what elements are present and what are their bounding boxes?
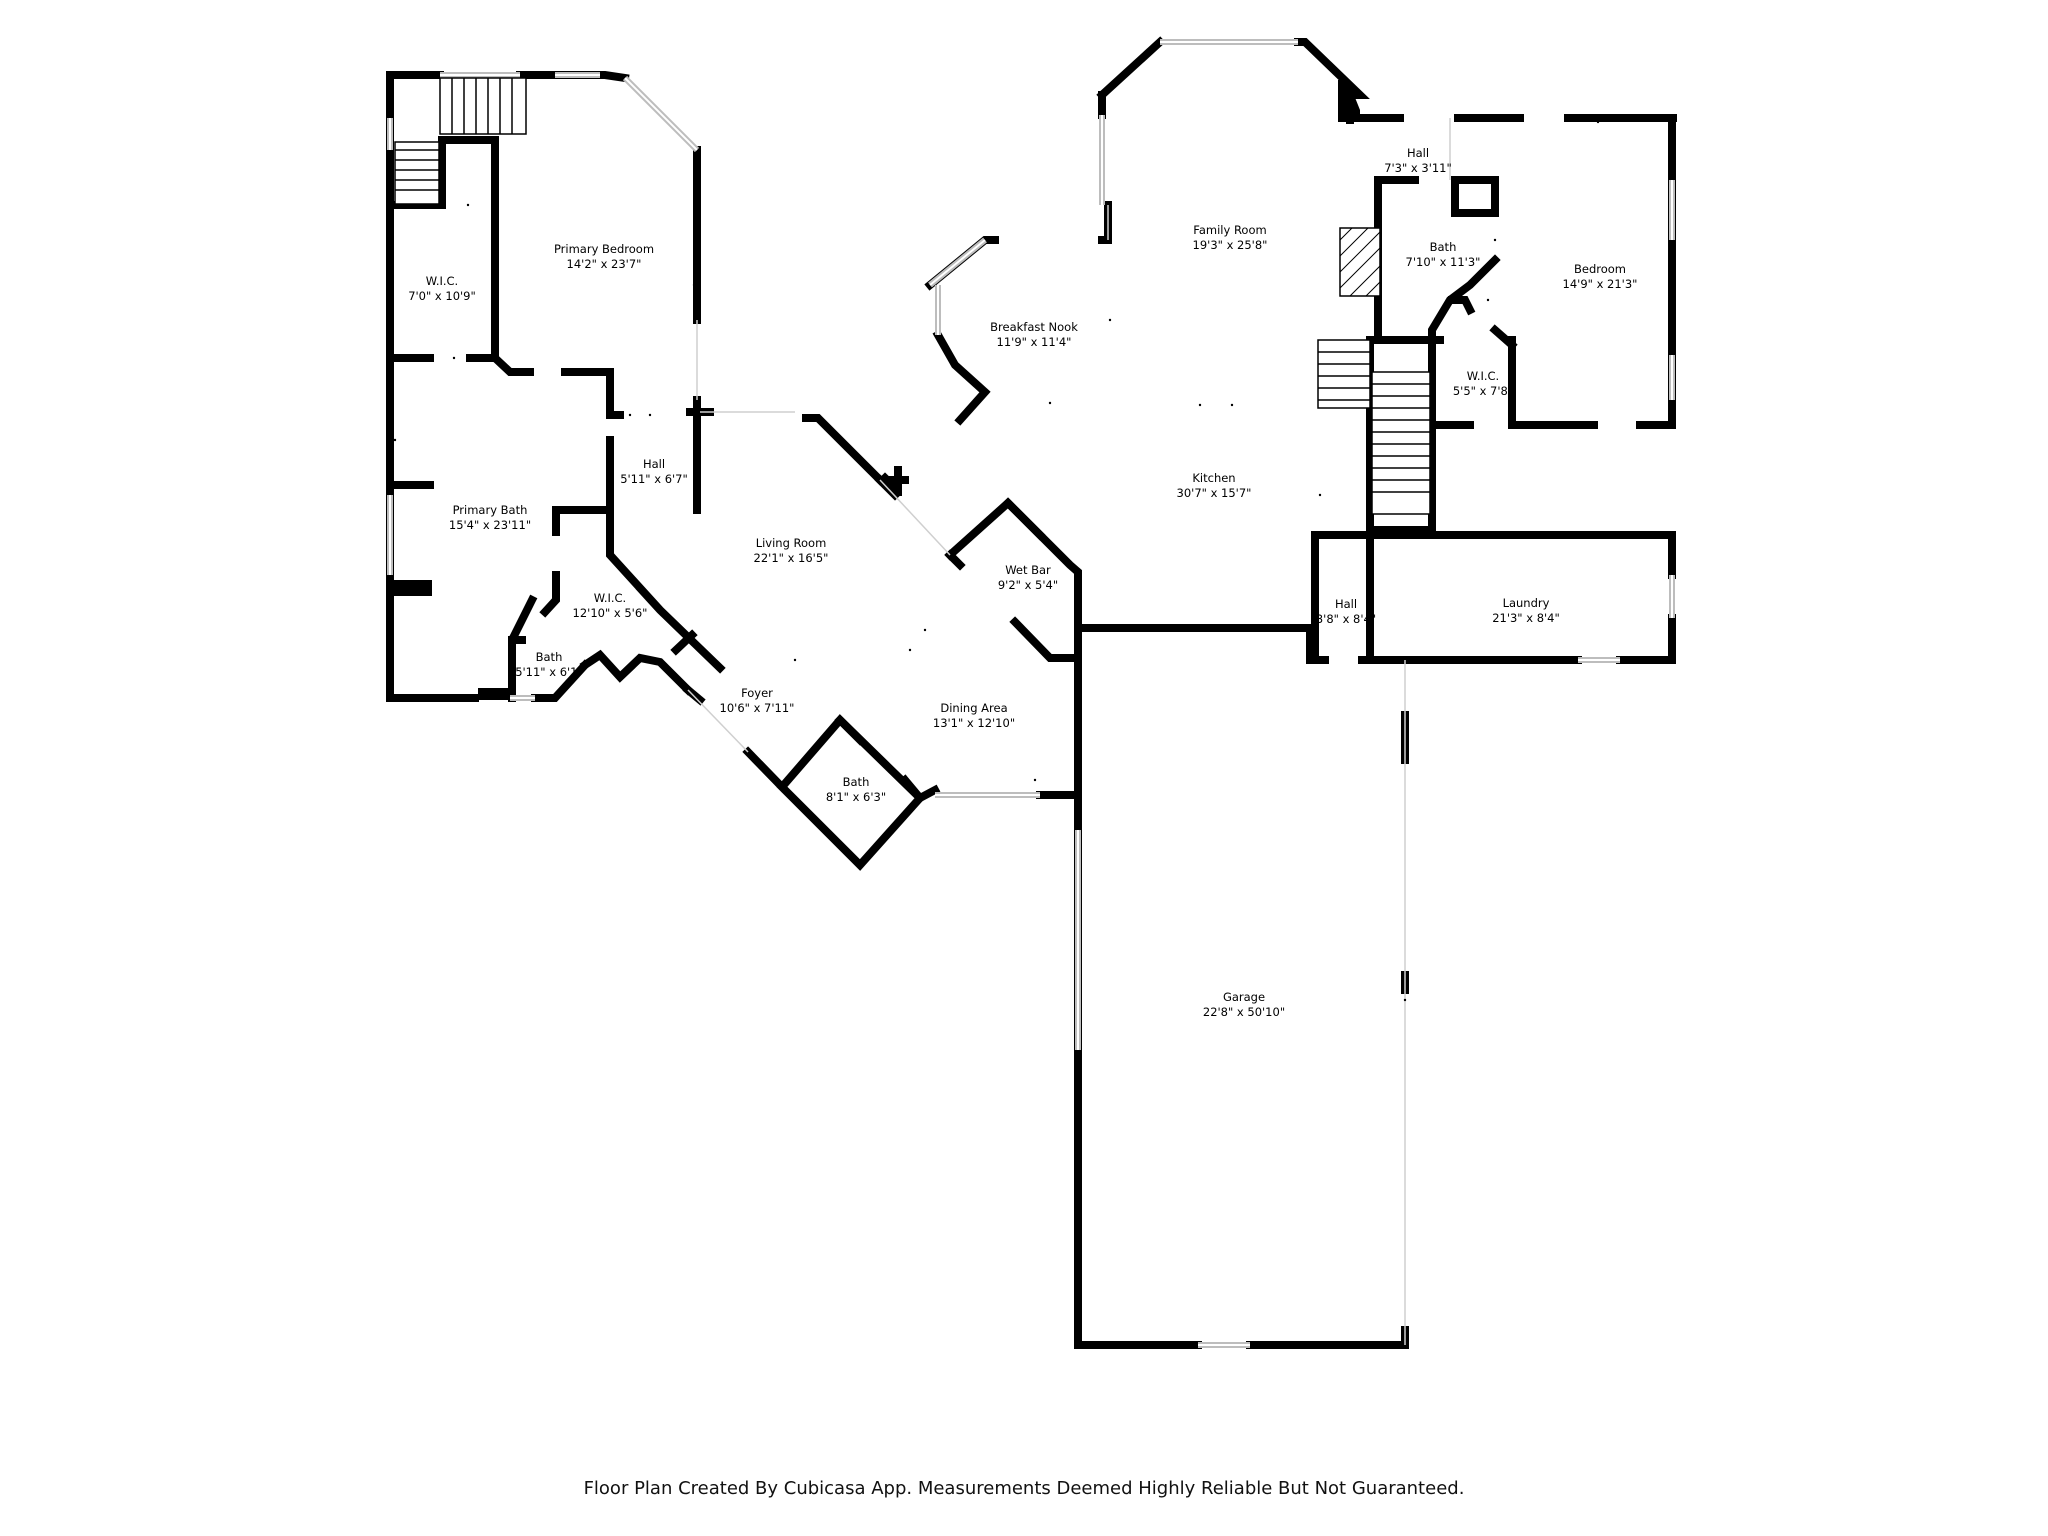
room-hall-left: Hall 5'11" x 6'7" [620,457,688,486]
room-name: Wet Bar [1005,563,1051,577]
room-kitchen: Kitchen 30'7" x 15'7" [1177,471,1252,500]
room-name: Family Room [1193,223,1266,237]
plan-caption: Floor Plan Created By Cubicasa App. Meas… [583,1478,1465,1499]
stairs-left [394,77,527,205]
walls [386,36,1677,1349]
room-name: W.I.C. [426,274,458,288]
room-dining-area: Dining Area 13'1" x 12'10" [933,701,1015,730]
fireplace [1339,227,1381,297]
room-dims: 5'5" x 7'8" [1453,384,1513,398]
room-name: Bath [843,775,870,789]
room-name: Kitchen [1192,471,1235,485]
room-dims: 14'2" x 23'7" [567,257,642,271]
room-laundry: Laundry 21'3" x 8'4" [1492,596,1560,625]
room-wic-1: W.I.C. 7'0" x 10'9" [408,274,476,303]
stairs-right [1317,339,1431,515]
room-dims: 13'1" x 12'10" [933,716,1015,730]
room-dims: 5'11" x 6'7" [620,472,688,486]
room-labels: Primary Bedroom 14'2" x 23'7" W.I.C. 7'0… [408,146,1637,1019]
room-name: Hall [1335,597,1357,611]
room-foyer: Foyer 10'6" x 7'11" [720,686,795,715]
room-wic-2: W.I.C. 12'10" x 5'6" [573,591,648,620]
room-dims: 21'3" x 8'4" [1492,611,1560,625]
room-name: Bedroom [1574,262,1626,276]
stairs [394,77,1431,515]
room-hall-top-right: Hall 7'3" x 3'11" [1384,146,1452,175]
room-dims: 7'3" x 3'11" [1384,161,1452,175]
room-dims: 7'0" x 10'9" [408,289,476,303]
room-dims: 7'10" x 11'3" [1406,255,1481,269]
room-dims: 10'6" x 7'11" [720,701,795,715]
room-bath-foyer: Bath 8'1" x 6'3" [826,775,886,804]
room-wet-bar: Wet Bar 9'2" x 5'4" [998,563,1058,592]
room-name: Living Room [756,536,827,550]
room-bedroom: Bedroom 14'9" x 21'3" [1563,262,1638,291]
room-dims: 11'9" x 11'4" [997,335,1072,349]
room-name: Primary Bath [453,503,528,517]
room-dims: 8'1" x 6'3" [826,790,886,804]
room-family-room: Family Room 19'3" x 25'8" [1193,223,1268,252]
room-name: W.I.C. [1467,369,1499,383]
room-name: Bath [1430,240,1457,254]
room-primary-bedroom: Primary Bedroom 14'2" x 23'7" [554,242,654,271]
room-name: W.I.C. [594,591,626,605]
windows [387,39,1675,1348]
room-primary-bath: Primary Bath 15'4" x 23'11" [449,503,531,532]
room-dims: 30'7" x 15'7" [1177,486,1252,500]
markers [393,120,1600,1002]
room-dims: 19'3" x 25'8" [1193,238,1268,252]
room-wic-3: W.I.C. 5'5" x 7'8" [1453,369,1513,398]
room-name: Hall [643,457,665,471]
room-name: Hall [1407,146,1429,160]
room-name: Laundry [1503,596,1550,610]
room-dims: 12'10" x 5'6" [573,606,648,620]
room-garage: Garage 22'8" x 50'10" [1203,990,1285,1019]
room-dims: 9'2" x 5'4" [998,578,1058,592]
room-dims: 14'9" x 21'3" [1563,277,1638,291]
room-dims: 5'11" x 6'1" [515,665,583,679]
wall-block [392,580,432,596]
room-name: Breakfast Nook [990,320,1078,334]
room-bath-left: Bath 5'11" x 6'1" [515,650,583,679]
wall-block [478,688,508,700]
room-dims: 22'1" x 16'5" [754,551,829,565]
room-hall-laundry: Hall 3'8" x 8'4" [1316,597,1376,626]
room-name: Bath [536,650,563,664]
room-dims: 3'8" x 8'4" [1316,612,1376,626]
room-dims: 15'4" x 23'11" [449,518,531,532]
room-name: Primary Bedroom [554,242,654,256]
room-dims: 22'8" x 50'10" [1203,1005,1285,1019]
room-bath-right: Bath 7'10" x 11'3" [1406,240,1481,269]
room-living-room: Living Room 22'1" x 16'5" [754,536,829,565]
room-name: Garage [1223,990,1265,1004]
room-breakfast-nook: Breakfast Nook 11'9" x 11'4" [990,320,1078,349]
room-name: Foyer [741,686,773,700]
room-name: Dining Area [940,701,1007,715]
